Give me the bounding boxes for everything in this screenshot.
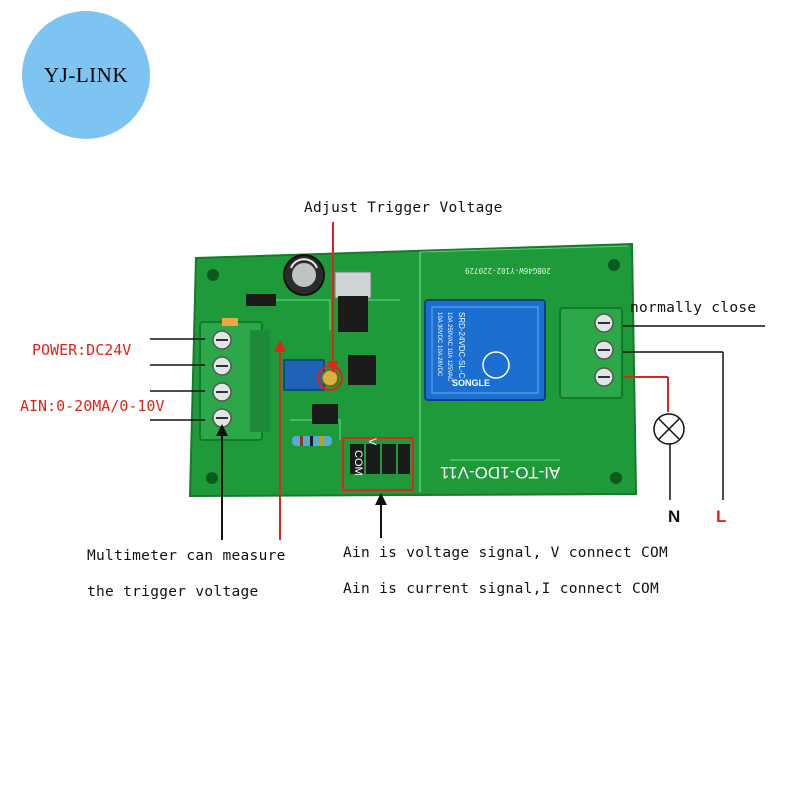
- multimeter-label-line2: the trigger voltage: [87, 584, 259, 600]
- multimeter-arrow-head: [274, 340, 286, 352]
- relay-model-label: SRD-24VDC-SL-C: [457, 312, 466, 379]
- callout-lines: [150, 325, 765, 500]
- relay-rating-2: 10A 30VDC 10A 28VDC: [436, 312, 442, 377]
- adjust-arrow-head: [327, 361, 339, 373]
- relay-rating-1: 10A 250VAC 10A 125VAC: [446, 312, 452, 382]
- jumper-com-label: COM: [352, 450, 364, 476]
- resistor: [292, 436, 332, 446]
- label-arrows: [216, 424, 387, 540]
- logo-text: YJ-LINK: [44, 62, 128, 87]
- yj-link-logo: YJ-LINK: [22, 11, 150, 139]
- ain-voltage-label: Ain is voltage signal, V connect COM: [343, 545, 669, 561]
- relay-brand-label: SONGLE: [452, 378, 491, 388]
- power-label: POWER:DC24V: [32, 341, 132, 359]
- red-callouts: [279, 222, 669, 540]
- adjust-trigger-label: Adjust Trigger Voltage: [304, 200, 503, 216]
- jumper-v-label: V: [366, 438, 378, 446]
- voltage-regulator: [334, 271, 372, 332]
- ain-current-label: Ain is current signal,I connect COM: [343, 581, 660, 597]
- electrolytic-capacitor: [283, 254, 325, 296]
- relay: [424, 299, 546, 401]
- normally-close-label: normally close: [630, 300, 757, 316]
- output-terminal-block: [559, 307, 623, 399]
- live-label: L: [716, 507, 727, 526]
- neutral-label: N: [668, 507, 681, 526]
- board-model-label: AI-TO-1DO-V11: [440, 463, 561, 482]
- input-terminal-block: [199, 318, 270, 441]
- ic-chip: [348, 355, 376, 385]
- multimeter-label-line1: Multimeter can measure: [87, 548, 286, 564]
- trigger-potentiometer: [283, 359, 343, 391]
- jumper-header: [342, 437, 414, 491]
- inductor: [312, 404, 338, 424]
- lamp-icon: [653, 413, 685, 445]
- pcb-code-label: 20BG46W-Y102-220729: [465, 266, 551, 275]
- ain-label: AIN:0-20MA/0-10V: [20, 397, 165, 415]
- diode: [246, 294, 276, 306]
